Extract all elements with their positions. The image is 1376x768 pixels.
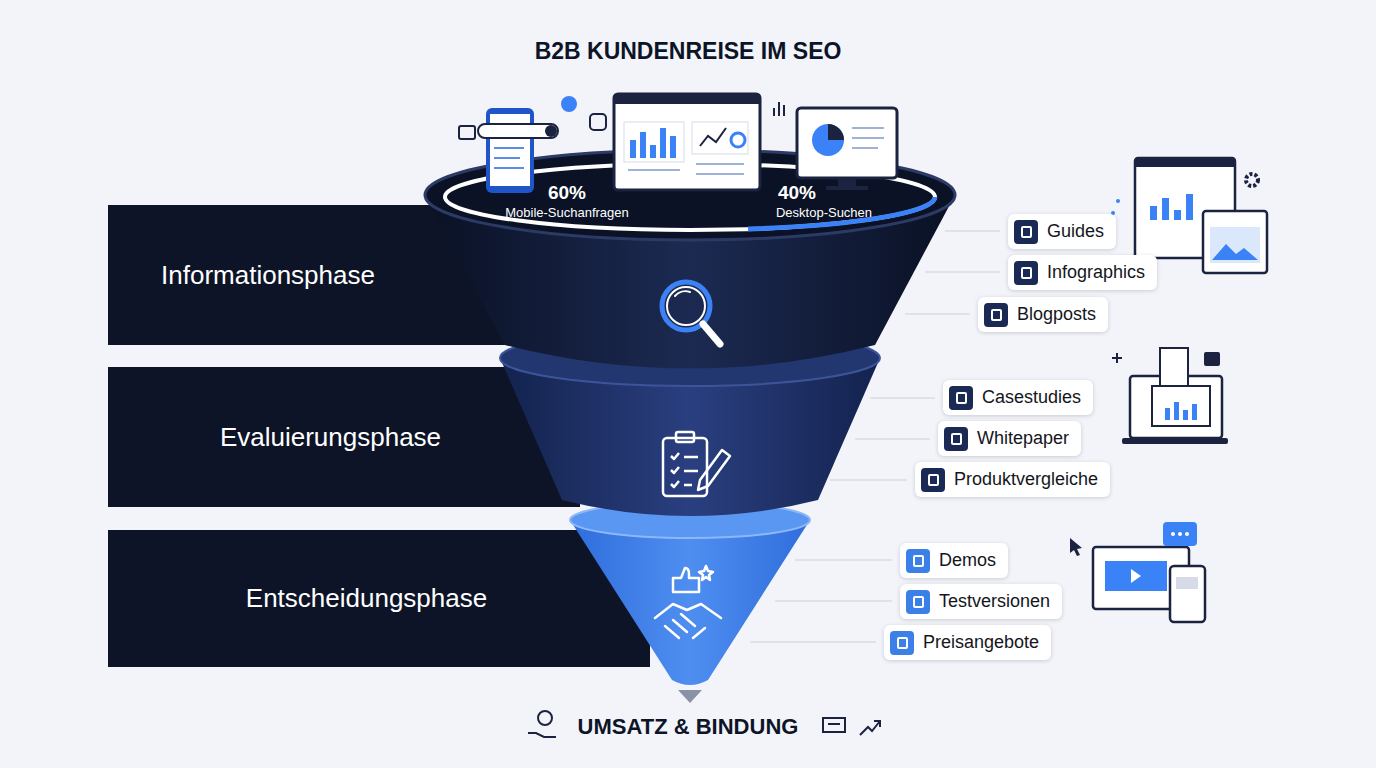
content-icon [984,303,1008,327]
content-icon [1014,261,1038,285]
outcome-label: UMSATZ & BINDUNG [578,714,799,740]
phase-name: Evaluierungsphase [220,422,441,453]
content-type: Testversionen [939,591,1050,612]
share-value: 60% [548,182,586,204]
icon-glyph [897,637,908,649]
content-type: Guides [1047,221,1104,242]
content-type: Blogposts [1017,304,1096,325]
share-caption: Desktop-Suchen [776,205,872,220]
content-pill: Whitepaper [938,421,1081,456]
content-pill: Produktvergleiche [915,462,1110,497]
content-pill: Casestudies [943,380,1093,415]
icon-glyph [913,596,924,608]
content-icon [906,590,930,614]
phase-name: Entscheidungsphase [246,583,487,614]
phase-name: Informationsphase [161,260,375,291]
icon-glyph [913,555,924,567]
icon-glyph [928,474,939,486]
share-caption: Mobile-Suchanfragen [505,205,629,220]
phase-band: Informationsphase [108,205,428,345]
share-value: 40% [778,182,816,204]
phase-band: Evaluierungsphase [108,367,493,507]
icon-glyph [1021,267,1032,279]
content-icon [921,468,945,492]
content-type: Infographics [1047,262,1145,283]
content-pill: Demos [900,543,1008,578]
content-pill: Blogposts [978,297,1108,332]
content-type: Produktvergleiche [954,469,1098,490]
content-icon [944,427,968,451]
phase-band: Entscheidungsphase [108,530,565,667]
content-pill: Infographics [1008,255,1157,290]
content-icon [1014,220,1038,244]
content-pill: Guides [1008,214,1116,249]
icon-glyph [991,309,1002,321]
content-type: Casestudies [982,387,1081,408]
content-icon [949,386,973,410]
content-type: Whitepaper [977,428,1069,449]
icon-glyph [951,433,962,445]
content-pill: Testversionen [900,584,1062,619]
content-type: Preisangebote [923,632,1039,653]
icon-glyph [1021,226,1032,238]
icon-glyph [956,392,967,404]
content-icon [890,631,914,655]
content-icon [906,549,930,573]
diagram-title: B2B KUNDENREISE IM SEO [535,38,842,65]
content-type: Demos [939,550,996,571]
content-pill: Preisangebote [884,625,1051,660]
